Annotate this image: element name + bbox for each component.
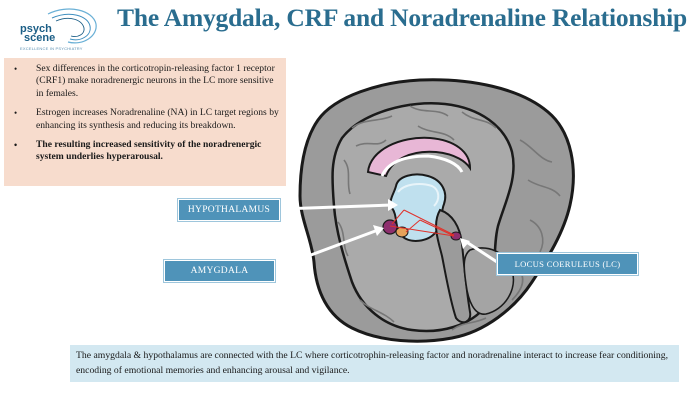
pathway-lines: [389, 209, 455, 237]
bullet-panel: Sex differences in the corticotropin-rel…: [4, 58, 286, 186]
bullet-item: Estrogen increases Noradrenaline (NA) in…: [12, 107, 280, 132]
locus-coeruleus-label: LOCUS COERULEUS (LC): [497, 253, 638, 275]
logo-swirl-icon: [47, 8, 97, 44]
caption-box: The amygdala & hypothalamus are connecte…: [70, 345, 679, 382]
bullet-item: Sex differences in the corticotropin-rel…: [12, 63, 280, 100]
hypothalamus-label: HYPOTHALAMUS: [178, 199, 280, 221]
corpus-callosum: [366, 136, 472, 178]
psych-scene-logo: [8, 6, 118, 50]
logo-tagline: EXCELLENCE IN PSYCHIATRY: [20, 46, 83, 51]
gyri-lines: [337, 105, 561, 331]
amygdala-label: AMYGDALA: [164, 260, 275, 282]
page-title: The Amygdala, CRF and Noradrenaline Rela…: [117, 3, 687, 32]
bullet-item: The resulting increased sensitivity of t…: [12, 139, 280, 164]
logo-wordmark: psych scene: [20, 23, 56, 44]
orange-nucleus: [395, 226, 409, 238]
pointer-arrows: [275, 199, 498, 270]
